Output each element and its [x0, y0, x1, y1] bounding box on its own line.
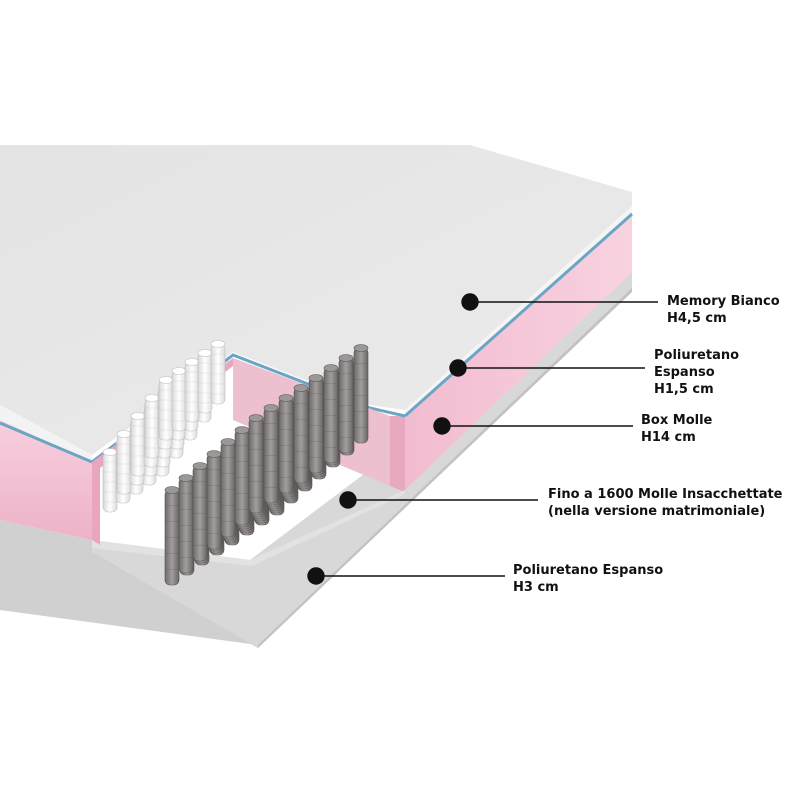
pocket-spring	[158, 376, 174, 441]
callout-leaders	[307, 293, 658, 585]
callout-line: H4,5 cm	[667, 311, 727, 326]
pocket-spring	[353, 344, 369, 444]
pocket-spring	[178, 474, 194, 574]
pocket-spring	[164, 486, 180, 586]
pocket-spring	[234, 426, 250, 526]
callout-box-molle: Box Molle H14 cm	[641, 412, 712, 446]
callout-line: Memory Bianco	[667, 294, 780, 309]
callout-molle-insacchettate: Fino a 1600 Molle Insacchettate (nella v…	[548, 486, 783, 520]
callout-line: Poliuretano Espanso	[513, 563, 664, 578]
pocket-spring	[338, 354, 354, 454]
callout-line: H3 cm	[513, 580, 559, 595]
callout-line: Box Molle	[641, 413, 713, 428]
pocket-spring	[210, 340, 226, 405]
callout-line: H1,5 cm	[654, 382, 714, 397]
pocket-spring	[263, 404, 279, 504]
pocket-spring	[116, 430, 132, 495]
callout-dot-poliuretano-bottom	[307, 567, 325, 585]
pocket-spring	[171, 367, 187, 432]
pocket-spring	[192, 462, 208, 562]
callout-line: H14 cm	[641, 430, 696, 445]
callout-poliuretano-espanso-bottom: Poliuretano Espanso H3 cm	[513, 562, 663, 596]
pocket-spring	[293, 384, 309, 484]
pocket-spring	[184, 358, 200, 423]
pocket-spring	[206, 450, 222, 550]
bottom-layer	[0, 272, 632, 648]
callout-dot-memory	[461, 293, 479, 311]
pocket-spring	[144, 394, 160, 459]
pocket-spring	[308, 374, 324, 474]
callout-line: Fino a 1600 Molle Insacchettate	[548, 487, 783, 502]
pocket-spring	[197, 349, 213, 414]
pocket-spring	[323, 364, 339, 464]
grey-pocket-springs	[164, 344, 369, 586]
pocket-spring	[130, 412, 146, 477]
callout-line: (nella versione matrimoniale)	[548, 504, 766, 519]
pocket-spring	[220, 438, 236, 538]
callout-dot-box-molle	[433, 417, 451, 435]
white-pocket-springs	[102, 340, 226, 513]
pocket-spring	[248, 414, 264, 514]
callout-line: Espanso	[654, 365, 715, 380]
callout-dot-molle	[339, 491, 357, 509]
pocket-spring	[278, 394, 294, 494]
pocket-spring	[102, 448, 118, 513]
callout-poliuretano-espanso-top: Poliuretano Espanso H1,5 cm	[654, 347, 739, 398]
callout-dot-poliuretano-top	[449, 359, 467, 377]
callout-line: Poliuretano	[654, 348, 740, 363]
callout-memory-bianco: Memory Bianco H4,5 cm	[667, 293, 780, 327]
